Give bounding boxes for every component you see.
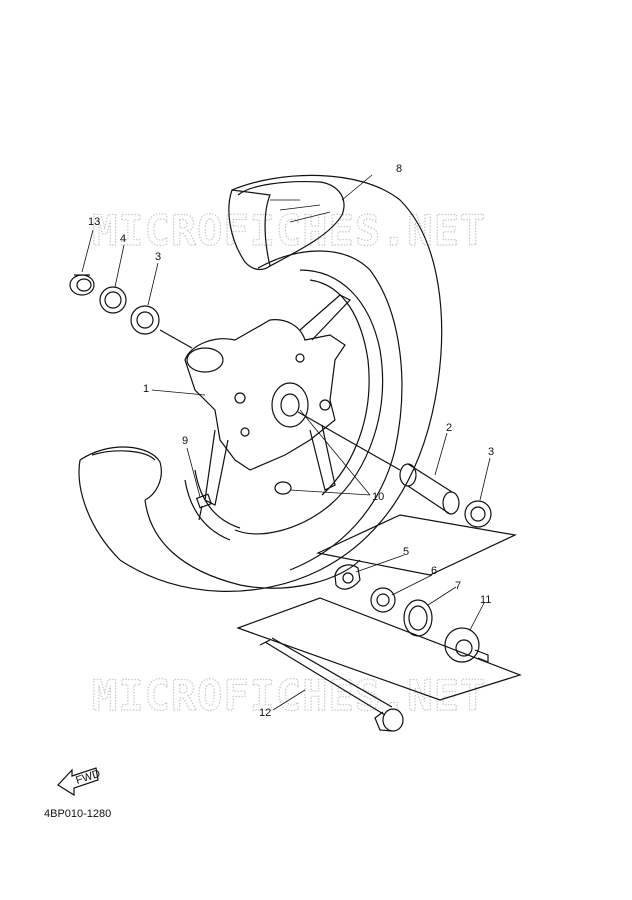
callout-8: 8 <box>396 163 402 175</box>
spacer-2 <box>399 463 460 515</box>
wheel-hub <box>184 294 351 506</box>
callout-10: 10 <box>372 491 384 503</box>
callout-7: 7 <box>455 580 461 592</box>
leader-lines <box>81 174 491 711</box>
forward-arrow-icon: FWD <box>57 767 102 797</box>
callout-3-right: 3 <box>488 446 494 458</box>
balance-weight <box>274 481 292 495</box>
meter-gear-11 <box>444 627 489 663</box>
callout-1: 1 <box>143 383 149 395</box>
watermark-top: MICROFICHES.NET <box>92 206 486 255</box>
wheel-rim <box>184 269 384 541</box>
callout-13: 13 <box>88 216 100 228</box>
diagram-code: 4BP010-1280 <box>44 808 111 820</box>
callout-11: 11 <box>480 594 491 606</box>
collar-13 <box>69 274 95 296</box>
bearing-3-left <box>130 305 160 335</box>
callout-5: 5 <box>403 546 409 558</box>
axis-line <box>297 411 401 471</box>
meter-clutch-5 <box>334 564 361 590</box>
oil-seal-6 <box>370 587 396 613</box>
fwd-label: FWD <box>74 768 102 787</box>
valve-stem <box>195 493 213 521</box>
oil-seal-4 <box>99 286 127 314</box>
plane-bottom <box>236 597 522 701</box>
callout-4: 4 <box>120 233 126 245</box>
callout-3-left: 3 <box>155 251 161 263</box>
axle-12 <box>259 637 404 732</box>
tire <box>78 174 443 592</box>
watermark-bottom: MICROFICHES.NET <box>92 671 486 720</box>
callout-6: 6 <box>431 565 437 577</box>
circlip-7 <box>403 599 433 637</box>
left-axis-line <box>159 329 193 349</box>
callout-9: 9 <box>182 435 188 447</box>
bearing-3-right <box>464 500 492 528</box>
callout-2: 2 <box>446 422 452 434</box>
callout-12: 12 <box>259 707 271 719</box>
plane-top <box>316 514 517 576</box>
